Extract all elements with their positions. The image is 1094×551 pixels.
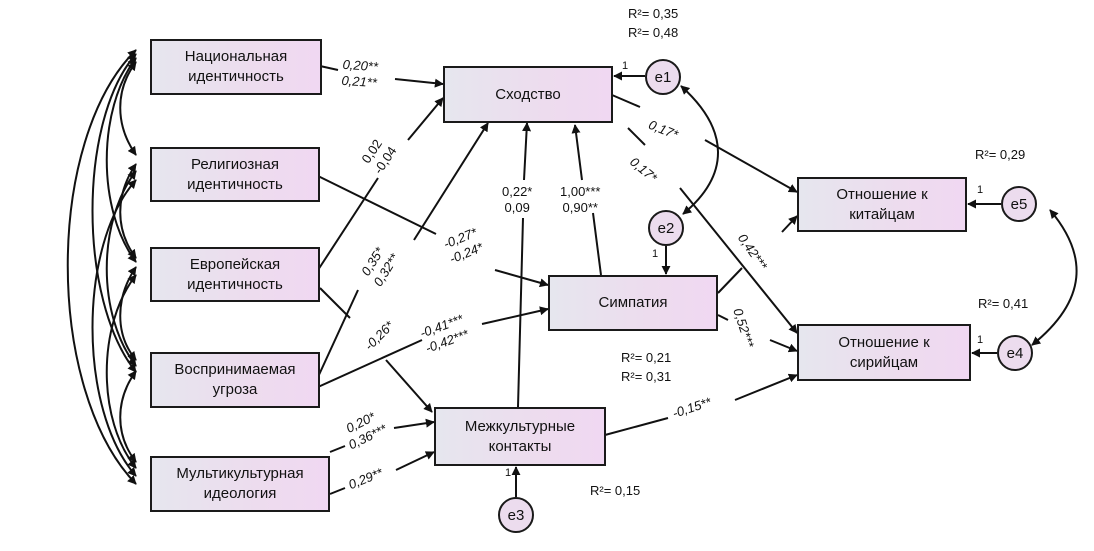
cov-e1-e2 (680, 85, 719, 215)
r2-similarity: R²= 0,35 R²= 0,48 (628, 6, 679, 40)
path-religious-sympathy (317, 175, 548, 285)
path-sympathy-similarity (575, 125, 602, 276)
loading-e2: 1 (652, 248, 659, 260)
path-threat-sympathy (317, 309, 548, 388)
error-e2: e2 (648, 210, 684, 246)
path-multicultural-contacts-a (329, 422, 434, 453)
node-attitude-syrians: Отношение к сирийцам (797, 324, 971, 381)
cov-religious-multicultural (91, 179, 137, 477)
cov-e5-e4 (1031, 209, 1078, 346)
coef-contacts-similarity: 0,22* 0,09 (502, 184, 533, 215)
error-e1: e1 (645, 59, 681, 95)
path-sympathy-syrians (717, 314, 797, 351)
cov-european-multicultural (105, 274, 137, 469)
path-threat-similarity (317, 123, 488, 378)
node-sympathy: Симпатия (548, 275, 718, 331)
path-european-similarity (317, 98, 443, 271)
path-similarity-chinese (611, 94, 797, 192)
coef-sympathy-similarity: 1,00*** 0,90** (560, 184, 601, 215)
loading-e3: 1 (505, 467, 512, 479)
r2-attitude-chinese: R²= 0,29 (975, 147, 1026, 162)
node-intercultural-contacts: Межкультурные контакты (434, 407, 606, 466)
path-european-contacts (319, 287, 432, 412)
cov-national-religious (119, 61, 137, 156)
node-attitude-chinese: Отношение к китайцам (797, 177, 967, 232)
r2-sympathy: R²= 0,21 R²= 0,31 (621, 350, 672, 384)
path-sympathy-chinese (717, 216, 797, 294)
node-religious-identity: Религиозная идентичность (150, 147, 320, 202)
error-e5: e5 (1001, 186, 1037, 222)
coef-national-similarity: 0,20** 0,21** (340, 56, 379, 91)
node-national-identity: Национальная идентичность (150, 39, 322, 95)
loading-e5: 1 (977, 184, 984, 196)
path-national-similarity (319, 65, 443, 84)
cov-religious-threat (105, 170, 137, 367)
node-similarity: Сходство (443, 66, 613, 123)
path-multicultural-contacts-b (329, 452, 434, 495)
r2-contacts: R²= 0,15 (590, 483, 641, 498)
node-perceived-threat: Воспринимаемая угроза (150, 352, 320, 408)
path-contacts-syrians (604, 375, 797, 436)
error-e4: e4 (997, 335, 1033, 371)
r2-attitude-syrians: R²= 0,41 (978, 296, 1029, 311)
loading-e4: 1 (977, 334, 984, 346)
node-multicultural-ideology: Мультикультурная идеология (150, 456, 330, 512)
node-european-identity: Европейская идентичность (150, 247, 320, 302)
loading-e1: 1 (622, 60, 629, 72)
cov-national-multicultural (66, 49, 137, 485)
cov-national-european (105, 57, 137, 263)
error-e3: e3 (498, 497, 534, 533)
path-similarity-syrians (627, 127, 797, 333)
cov-religious-european (119, 163, 137, 259)
path-contacts-similarity (517, 123, 527, 408)
cov-national-threat (91, 53, 137, 373)
